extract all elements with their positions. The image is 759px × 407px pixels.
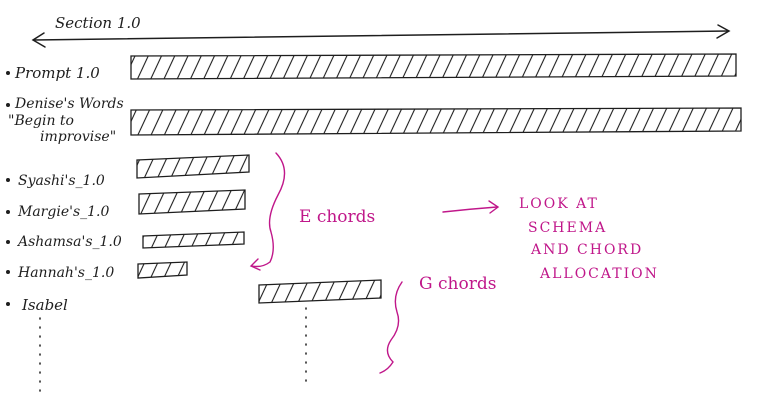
e-chords-label: E chords bbox=[299, 207, 375, 227]
row-label-ashamsa: Ashamsa's_1.0 bbox=[16, 234, 122, 250]
section-title: Section 1.0 bbox=[55, 14, 141, 32]
row-label-syashi: Syashi's_1.0 bbox=[18, 173, 105, 189]
bar-ashamsa bbox=[142, 231, 245, 249]
bar-denise bbox=[130, 107, 742, 136]
row-label-denise-line3: improvise" bbox=[40, 129, 116, 145]
row-label-prompt: Prompt 1.0 bbox=[14, 64, 100, 82]
row-label-margie: Margie's_1.0 bbox=[17, 204, 109, 220]
bar-prompt bbox=[130, 53, 737, 80]
note-line-1: LOOK AT bbox=[519, 196, 599, 212]
brace-g-chords bbox=[379, 281, 403, 374]
bar-hannah bbox=[137, 261, 188, 279]
bar-syashi bbox=[136, 154, 250, 179]
brace-e-chords bbox=[251, 152, 286, 268]
row-label-denise-line2: "Begin to bbox=[8, 113, 74, 129]
row-label-denise-line1: Denise's Words bbox=[14, 96, 124, 112]
section-span-arrow bbox=[31, 24, 731, 48]
g-chords-label: G chords bbox=[419, 274, 496, 294]
row-label-hannah: Hannah's_1.0 bbox=[17, 265, 114, 281]
note-line-2: SCHEMA bbox=[528, 220, 607, 236]
arrow-to-note bbox=[442, 200, 500, 214]
note-line-4: ALLOCATION bbox=[539, 266, 659, 282]
bar-isabel bbox=[258, 279, 382, 304]
note-line-3: AND CHORD bbox=[530, 242, 643, 258]
bar-margie bbox=[138, 189, 246, 215]
row-bullets bbox=[6, 71, 10, 306]
row-label-isabel: Isabel bbox=[21, 296, 68, 314]
